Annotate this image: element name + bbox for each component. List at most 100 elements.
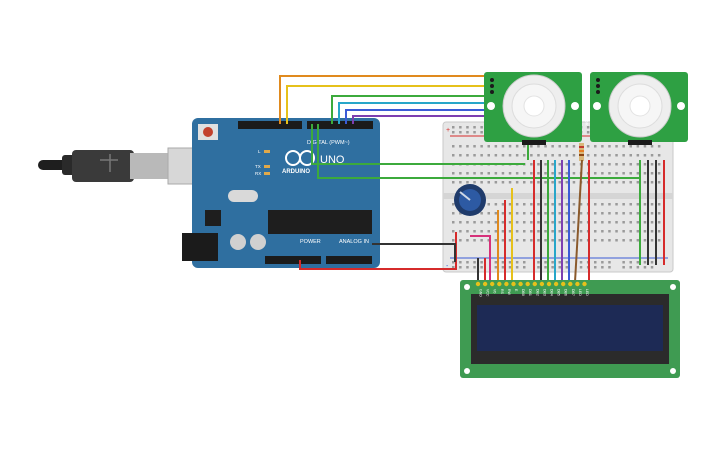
breadboard-hole[interactable] xyxy=(622,172,625,175)
breadboard-hole[interactable] xyxy=(508,154,512,157)
breadboard-hole[interactable] xyxy=(565,181,569,184)
breadboard-hole[interactable] xyxy=(530,145,533,148)
breadboard-hole[interactable] xyxy=(508,266,512,269)
breadboard-hole[interactable] xyxy=(579,203,583,206)
breadboard-hole[interactable] xyxy=(650,163,654,166)
breadboard-hole[interactable] xyxy=(558,181,562,184)
breadboard-hole[interactable] xyxy=(515,172,519,175)
breadboard-hole[interactable] xyxy=(558,203,562,206)
breadboard-hole[interactable] xyxy=(551,221,554,224)
breadboard-hole[interactable] xyxy=(473,221,476,224)
breadboard-hole[interactable] xyxy=(579,239,583,242)
breadboard-hole[interactable] xyxy=(615,172,618,175)
breadboard-hole[interactable] xyxy=(615,154,618,157)
breadboard-hole[interactable] xyxy=(494,221,498,224)
breadboard-hole[interactable] xyxy=(508,221,512,224)
lcd-pin[interactable] xyxy=(490,281,495,287)
breadboard-hole[interactable] xyxy=(537,145,540,148)
breadboard-hole[interactable] xyxy=(466,261,469,264)
breadboard-hole[interactable] xyxy=(643,145,647,148)
breadboard-hole[interactable] xyxy=(615,163,618,166)
lcd-pin[interactable] xyxy=(525,281,530,287)
breadboard-hole[interactable] xyxy=(629,212,633,215)
breadboard-hole[interactable] xyxy=(501,154,505,157)
breadboard-hole[interactable] xyxy=(657,203,661,206)
breadboard-hole[interactable] xyxy=(565,239,569,242)
breadboard-hole[interactable] xyxy=(594,154,597,157)
breadboard-hole[interactable] xyxy=(608,154,611,157)
breadboard-hole[interactable] xyxy=(586,126,590,129)
breadboard-hole[interactable] xyxy=(558,261,562,264)
lcd-pin[interactable] xyxy=(539,281,545,287)
breadboard-hole[interactable] xyxy=(459,266,462,269)
breadboard-hole[interactable] xyxy=(459,221,462,224)
breadboard-hole[interactable] xyxy=(530,230,533,233)
breadboard-hole[interactable] xyxy=(594,261,597,264)
breadboard-hole[interactable] xyxy=(551,154,554,157)
breadboard-hole[interactable] xyxy=(636,181,640,184)
breadboard-hole[interactable] xyxy=(537,163,540,166)
breadboard-hole[interactable] xyxy=(530,181,533,184)
breadboard-hole[interactable] xyxy=(494,266,498,269)
breadboard-hole[interactable] xyxy=(537,239,540,242)
breadboard-hole[interactable] xyxy=(636,163,640,166)
breadboard-hole[interactable] xyxy=(558,212,562,215)
breadboard-hole[interactable] xyxy=(452,126,455,129)
breadboard-hole[interactable] xyxy=(459,131,462,134)
breadboard-hole[interactable] xyxy=(544,261,547,264)
breadboard-hole[interactable] xyxy=(650,261,654,264)
breadboard-hole[interactable] xyxy=(501,181,505,184)
breadboard-hole[interactable] xyxy=(650,145,654,148)
breadboard-hole[interactable] xyxy=(501,239,505,242)
breadboard-hole[interactable] xyxy=(594,163,597,166)
breadboard-hole[interactable] xyxy=(629,261,633,264)
breadboard-hole[interactable] xyxy=(473,239,476,242)
breadboard-hole[interactable] xyxy=(487,230,491,233)
breadboard-hole[interactable] xyxy=(466,131,469,134)
lcd-pin[interactable] xyxy=(511,281,516,287)
breadboard-hole[interactable] xyxy=(515,261,519,264)
breadboard-hole[interactable] xyxy=(480,239,483,242)
breadboard-hole[interactable] xyxy=(523,221,526,224)
breadboard-hole[interactable] xyxy=(586,154,590,157)
breadboard-hole[interactable] xyxy=(594,212,597,215)
breadboard-hole[interactable] xyxy=(643,154,647,157)
breadboard-hole[interactable] xyxy=(608,181,611,184)
breadboard-hole[interactable] xyxy=(629,154,633,157)
breadboard-hole[interactable] xyxy=(594,221,597,224)
breadboard-hole[interactable] xyxy=(650,154,654,157)
breadboard-hole[interactable] xyxy=(544,163,547,166)
breadboard-hole[interactable] xyxy=(515,154,519,157)
breadboard-hole[interactable] xyxy=(530,203,533,206)
breadboard-hole[interactable] xyxy=(487,181,491,184)
breadboard-hole[interactable] xyxy=(452,181,455,184)
breadboard-hole[interactable] xyxy=(657,212,661,215)
breadboard-hole[interactable] xyxy=(622,212,625,215)
breadboard-hole[interactable] xyxy=(608,145,611,148)
breadboard-hole[interactable] xyxy=(615,203,618,206)
breadboard-hole[interactable] xyxy=(523,212,526,215)
breadboard-hole[interactable] xyxy=(544,230,547,233)
breadboard-hole[interactable] xyxy=(601,266,604,269)
breadboard-hole[interactable] xyxy=(643,203,647,206)
breadboard-hole[interactable] xyxy=(537,154,540,157)
breadboard-hole[interactable] xyxy=(459,145,462,148)
breadboard-hole[interactable] xyxy=(551,203,554,206)
breadboard-hole[interactable] xyxy=(523,145,526,148)
breadboard-hole[interactable] xyxy=(608,266,611,269)
breadboard-hole[interactable] xyxy=(480,126,483,129)
breadboard-hole[interactable] xyxy=(608,172,611,175)
breadboard-hole[interactable] xyxy=(622,203,625,206)
breadboard-hole[interactable] xyxy=(657,239,661,242)
lcd-pin[interactable] xyxy=(582,281,587,287)
breadboard-hole[interactable] xyxy=(452,261,455,264)
breadboard-hole[interactable] xyxy=(480,221,483,224)
breadboard-hole[interactable] xyxy=(586,145,590,148)
breadboard-hole[interactable] xyxy=(572,163,576,166)
breadboard-hole[interactable] xyxy=(594,203,597,206)
breadboard-hole[interactable] xyxy=(608,212,611,215)
breadboard-hole[interactable] xyxy=(565,163,569,166)
breadboard-hole[interactable] xyxy=(551,266,554,269)
breadboard-hole[interactable] xyxy=(622,221,625,224)
breadboard-hole[interactable] xyxy=(530,172,533,175)
